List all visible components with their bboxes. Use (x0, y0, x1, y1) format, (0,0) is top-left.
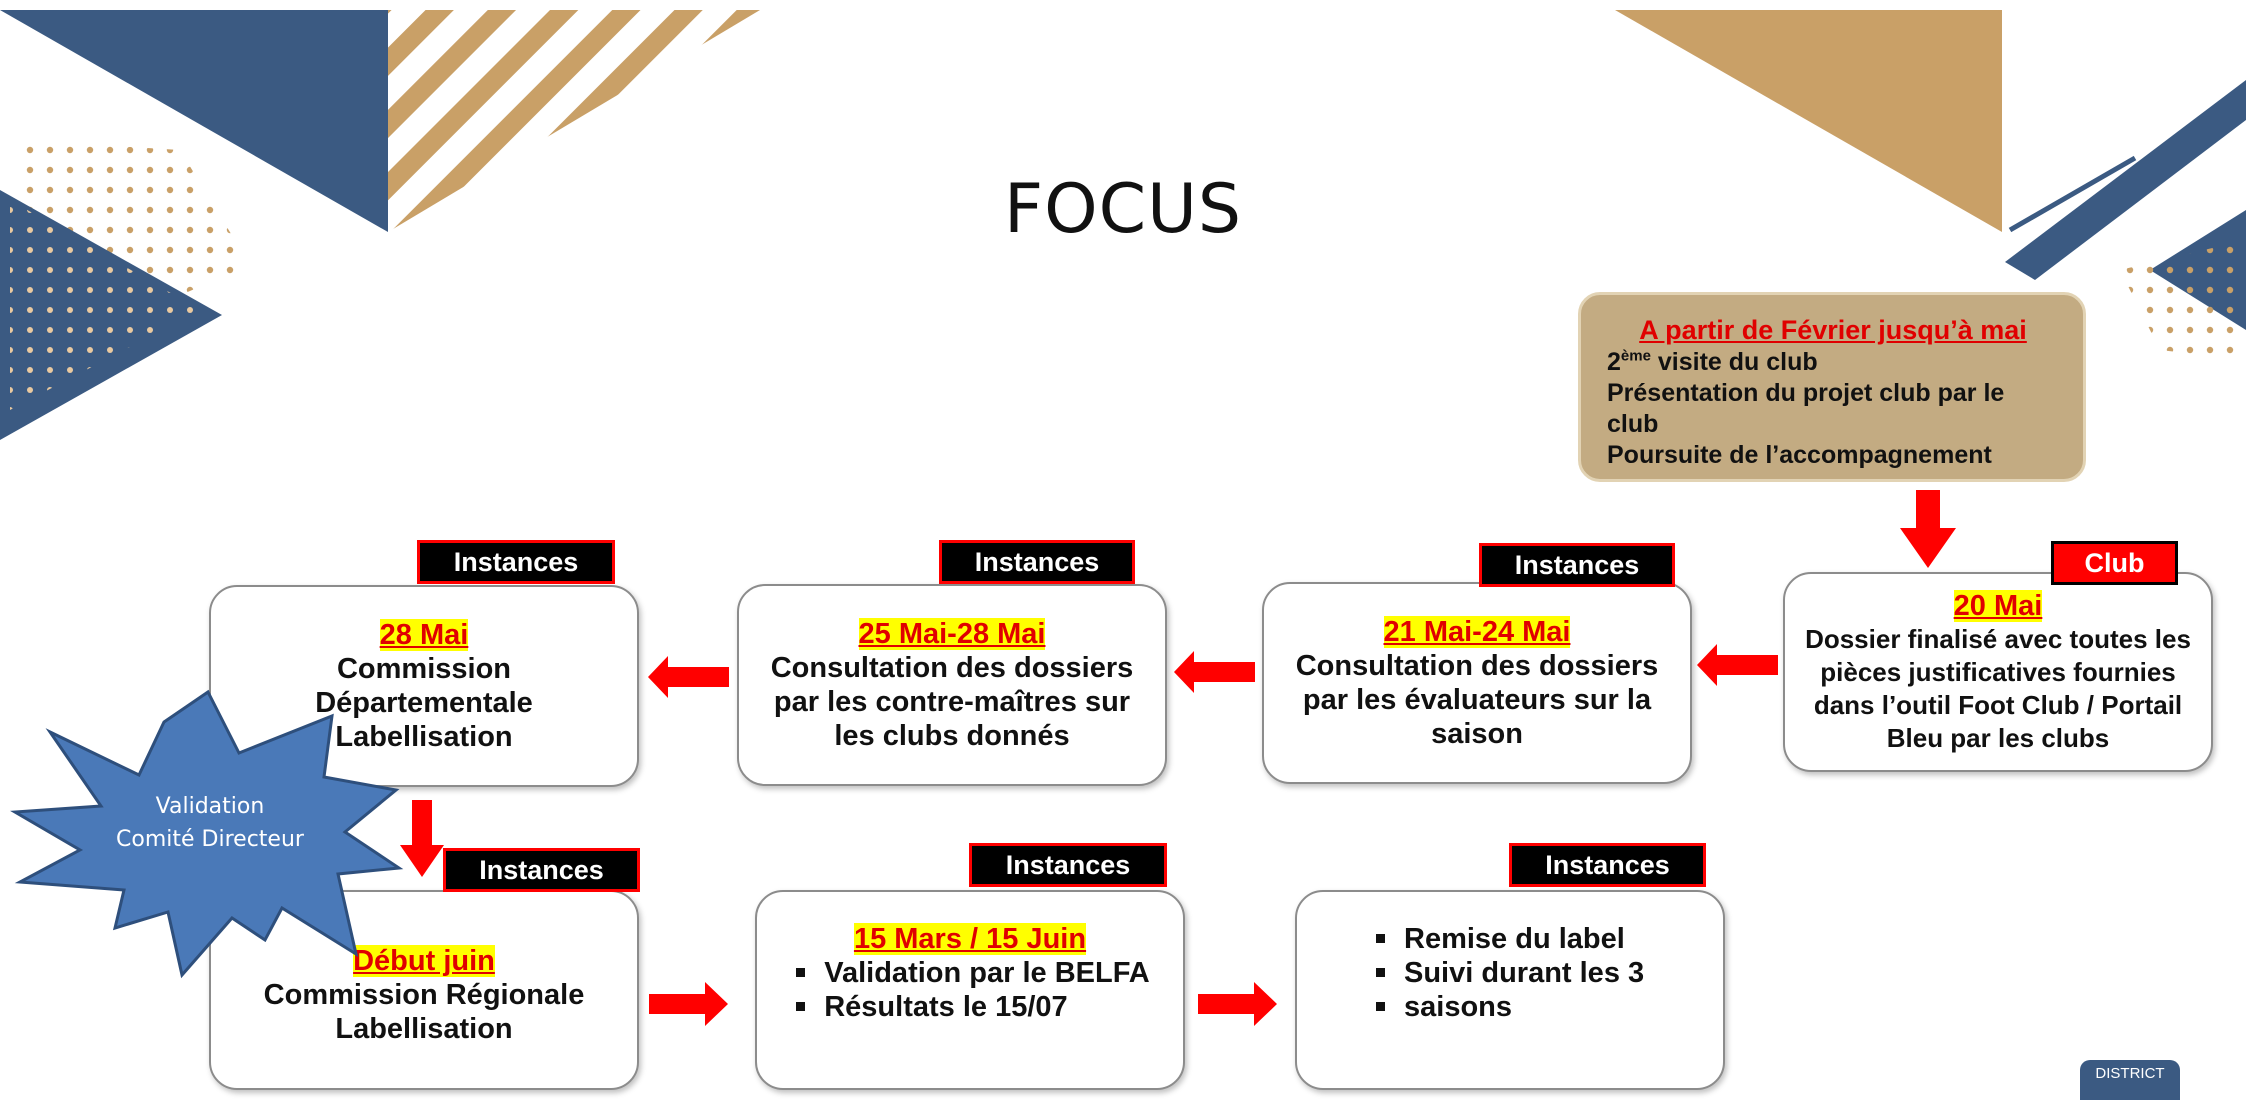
step-evaluateurs-line-3: saison (1431, 718, 1523, 750)
step-evaluateurs-line-1: Consultation des dossiers (1295, 650, 1659, 682)
step-remise-bullet-2-cont: saisons (1375, 990, 1644, 1024)
tag-club: Club (2051, 541, 2178, 585)
striped-triangle (388, 10, 760, 232)
tag-instances-regionale: Instances (443, 848, 640, 892)
info-box-line-4: Poursuite de l’accompagnement (1607, 441, 1992, 469)
step-evaluateurs-line-2: par les évaluateurs sur la (1302, 684, 1652, 716)
tag-instances-departementale: Instances (417, 540, 615, 584)
step-box-belfa: 15 Mars / 15 Juin Validation par le BELF… (755, 890, 1185, 1090)
step-remise-bullet-1: Remise du label (1375, 922, 1644, 956)
step-contremaitres-date: 25 Mai-28 Mai (858, 618, 1046, 650)
arrow-right-belfa-to-remise (1198, 982, 1277, 1026)
info-box-line-2: Présentation du projet club par le (1607, 379, 2005, 407)
step-departementale-date: 28 Mai (379, 619, 469, 651)
step-belfa-bullet-1: Validation par le BELFA (796, 957, 1150, 989)
step-remise-bullets: Remise du label Suivi durant les 3 saiso… (1370, 922, 1644, 1024)
step-club-line-2: pièces justificatives fournies (1820, 656, 2176, 687)
step-club-line-1: Dossier finalisé avec toutes les (1805, 623, 2191, 654)
navy-triangle-top (0, 10, 388, 232)
navy-band-right (2005, 80, 2246, 280)
step-regionale-line-1: Commission Régionale (263, 979, 585, 1011)
tag-instances-contremaitres: Instances (939, 540, 1135, 584)
step-departementale-line-1: Commission (336, 653, 512, 685)
step-box-contremaitres: 25 Mai-28 Mai Consultation des dossiers … (737, 584, 1167, 786)
step-regionale-date: Début juin (353, 945, 495, 977)
step-belfa-bullet-2: Résultats le 15/07 (796, 990, 1150, 1024)
step-box-club: 20 Mai Dossier finalisé avec toutes les … (1783, 572, 2213, 772)
gold-triangle-top-right (1615, 10, 2002, 232)
arrow-down-departementale-to-regionale (400, 800, 444, 877)
step-belfa-date: 15 Mars / 15 Juin (853, 923, 1087, 955)
step-departementale-line-3: Labellisation (335, 721, 513, 753)
page-title: FOCUS (1003, 170, 1243, 249)
arrow-down-info-to-club (1900, 490, 1956, 568)
info-box-february-may: A partir de Février jusqu’à mai 2ème vis… (1578, 292, 2086, 482)
info-box-heading: A partir de Février jusqu’à mai (1639, 315, 2027, 345)
step-evaluateurs-date: 21 Mai-24 Mai (1383, 616, 1571, 648)
starburst-line-2: Comité Directeur (116, 827, 304, 852)
step-club-date: 20 Mai (1953, 589, 2043, 622)
tag-instances-remise: Instances (1509, 843, 1706, 887)
step-contremaitres-line-1: Consultation des dossiers (770, 652, 1134, 684)
district-logo-badge: DISTRICT (2080, 1060, 2180, 1100)
step-club-line-4: Bleu par les clubs (1886, 722, 2110, 753)
step-contremaitres-line-3: les clubs donnés (834, 720, 1070, 752)
dots-gold-right (2120, 240, 2246, 360)
step-remise-bullet-2: Suivi durant les 3 (1375, 957, 1645, 989)
tag-instances-belfa: Instances (969, 843, 1167, 887)
step-club-line-3: dans l’outil Foot Club / Portail (1813, 689, 2183, 720)
info-box-line-3: club (1607, 410, 1659, 438)
arrow-left-contremaitres-to-departementale (648, 656, 729, 698)
step-box-regionale: Début juin Commission Régionale Labellis… (209, 890, 639, 1090)
step-departementale-line-2: Départementale (315, 687, 533, 719)
step-box-departementale: 28 Mai Commission Départementale Labelli… (209, 585, 639, 787)
info-box-visit-line: 2ème visite du club (1607, 347, 1818, 376)
step-box-remise: Remise du label Suivi durant les 3 saiso… (1295, 890, 1725, 1090)
navy-line-right (2008, 155, 2137, 233)
tag-instances-evaluateurs: Instances (1479, 543, 1675, 587)
starburst-line-1: Validation (155, 794, 265, 819)
step-belfa-bullets: Validation par le BELFA Résultats le 15/… (790, 956, 1150, 1024)
step-box-evaluateurs: 21 Mai-24 Mai Consultation des dossiers … (1262, 582, 1692, 784)
arrow-left-club-to-evaluateurs (1697, 644, 1778, 686)
step-contremaitres-line-2: par les contre-maîtres sur (773, 686, 1131, 718)
starburst-label: Validation Comité Directeur (60, 790, 360, 856)
arrow-left-evaluateurs-to-contremaitres (1174, 651, 1255, 693)
step-regionale-line-2: Labellisation (335, 1013, 513, 1045)
arrow-right-regionale-to-belfa (649, 982, 728, 1026)
dots-light-left (10, 200, 200, 410)
